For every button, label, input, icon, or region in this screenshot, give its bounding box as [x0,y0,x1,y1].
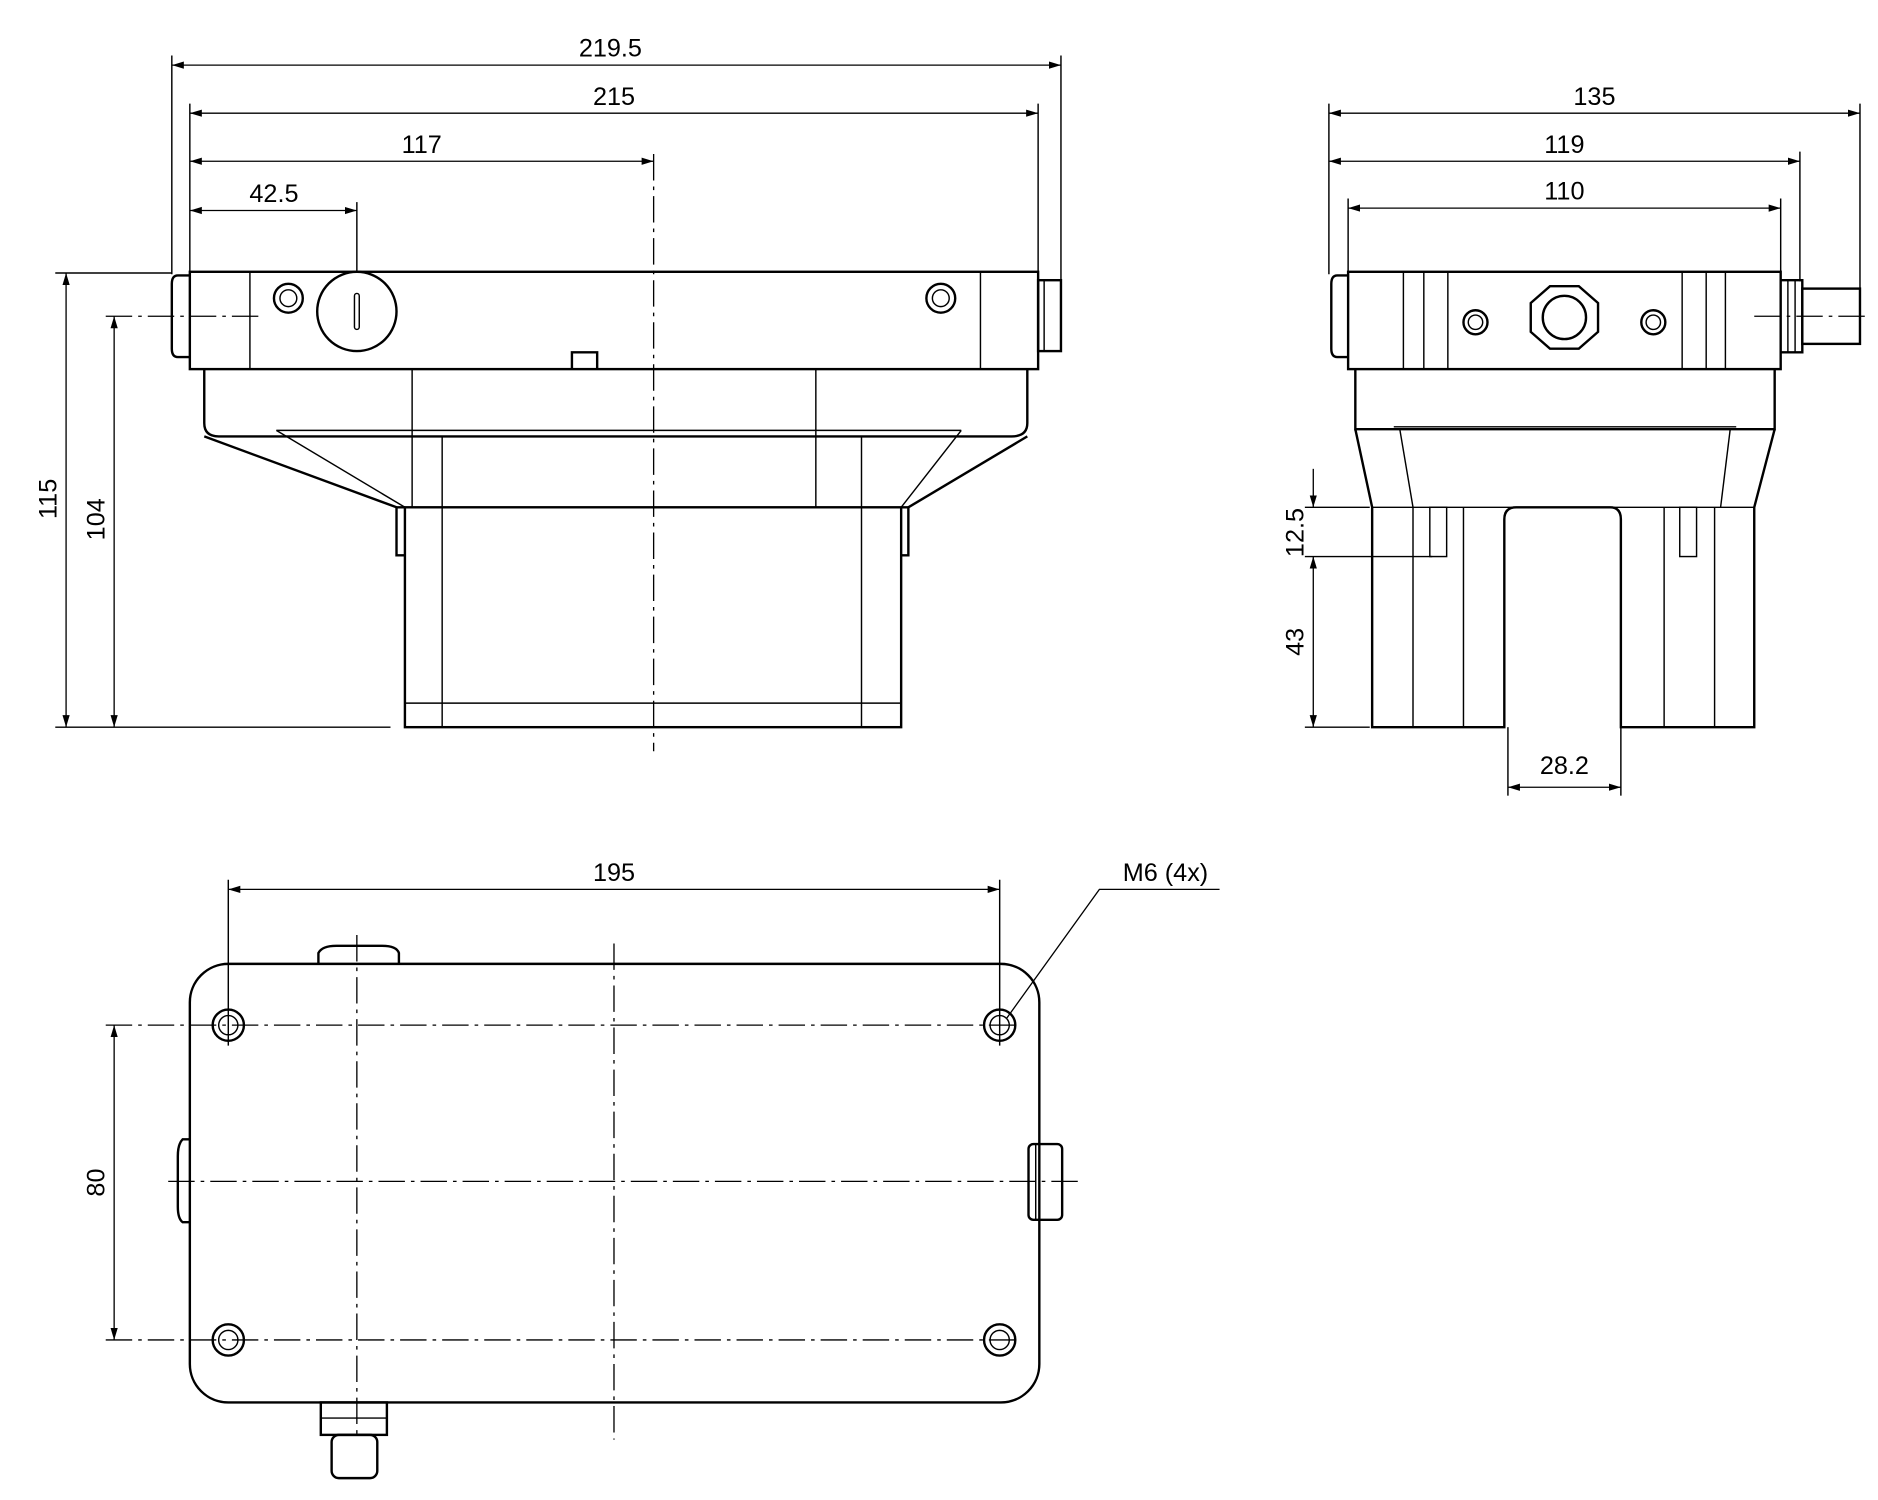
dim-28-2: 28.2 [1540,752,1589,780]
dim-80: 80 [83,1169,111,1197]
hole-callout-m6: M6 (4x) [1123,859,1208,887]
dim-219-5: 219.5 [579,35,642,63]
dim-104: 104 [83,498,111,540]
dim-42-5: 42.5 [249,180,298,208]
knob [316,270,398,353]
front-view: 219.5 215 117 42.5 115 104 [34,35,1063,752]
side-view: 135 119 110 12.5 43 28.2 [1282,83,1870,796]
dim-43: 43 [1282,628,1310,656]
dim-215: 215 [593,83,635,111]
dim-110: 110 [1544,178,1584,206]
dim-115: 115 [34,479,62,519]
side-body [1330,270,1870,729]
dim-195: 195 [593,859,635,887]
bottom-body [105,935,1082,1480]
front-dimension-lines [55,55,1062,728]
side-dimension-lines [1304,103,1861,796]
dim-119: 119 [1544,131,1584,159]
dim-135: 135 [1573,83,1615,111]
dim-12-5: 12.5 [1282,508,1310,557]
bottom-view: 195 80 M6 (4x) [83,859,1220,1480]
dim-117: 117 [402,131,442,159]
bottom-dimension-lines [110,879,1220,1340]
front-body [170,270,1063,729]
